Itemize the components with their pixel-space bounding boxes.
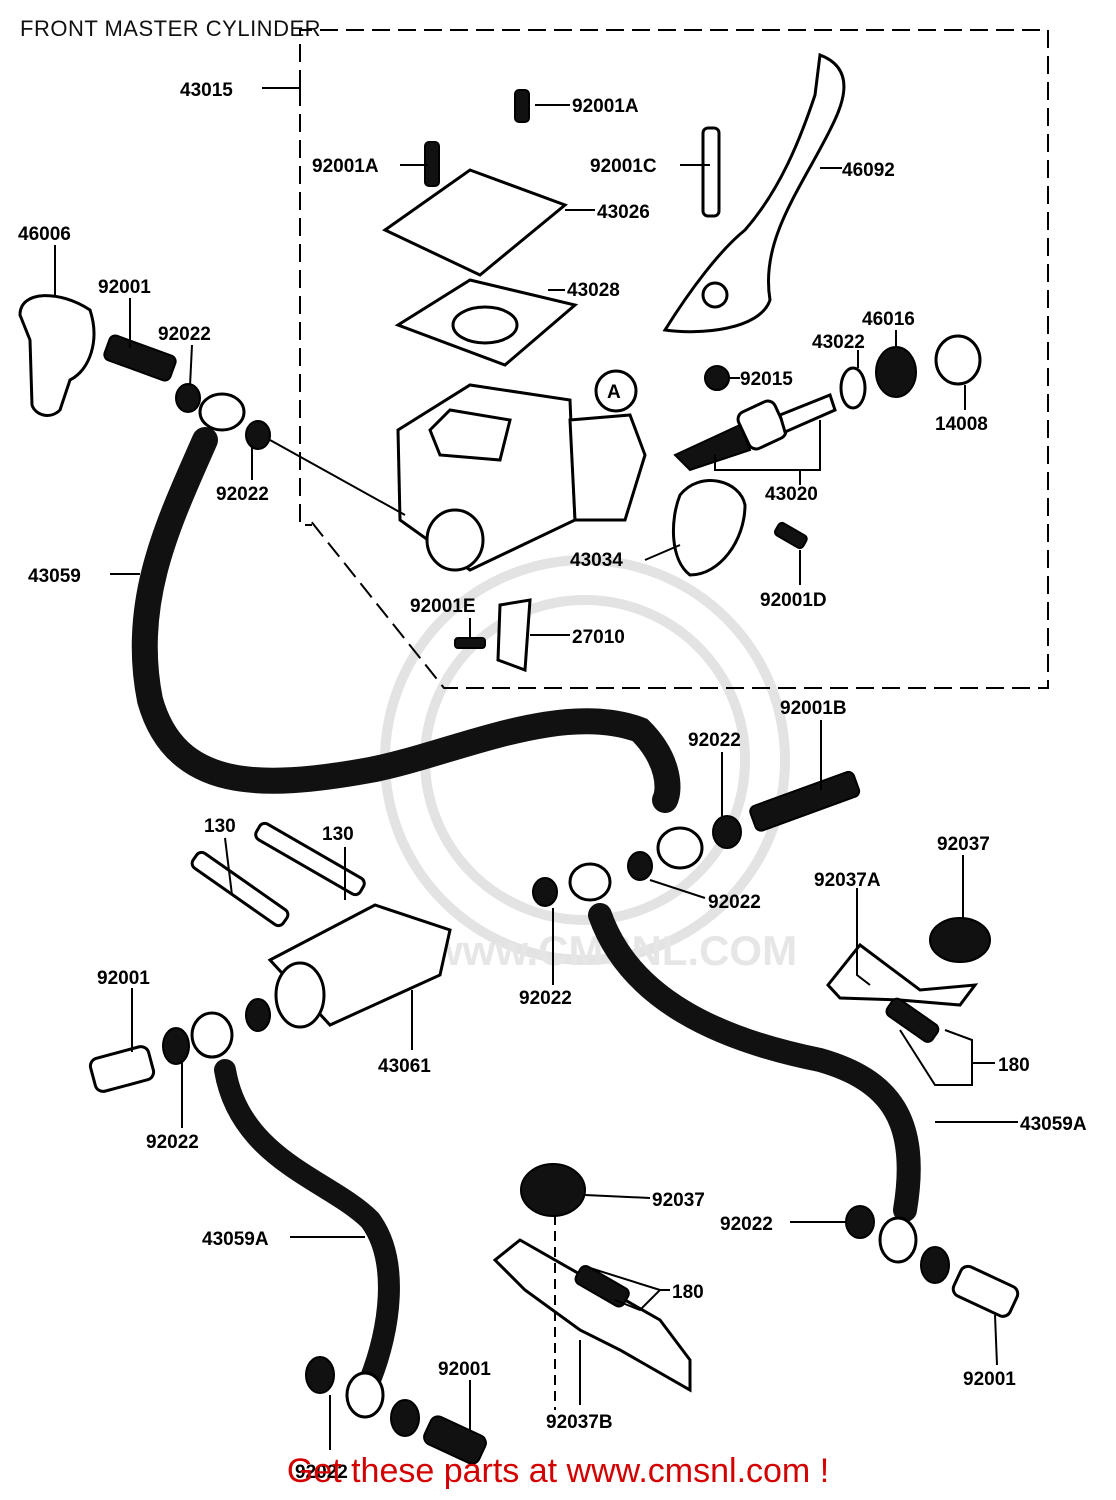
bolt-180-b: [574, 1265, 630, 1308]
label-43059: 43059: [28, 566, 81, 587]
grommet-92037-b: [520, 1163, 586, 1217]
bolt-130-b: [254, 821, 366, 897]
nut-92015: [704, 365, 730, 391]
clamp-92037B: [492, 1238, 692, 1393]
bolt-130-a: [190, 850, 290, 928]
bolt-92001-left: [88, 1045, 156, 1093]
label-92001-d: 92001: [963, 1369, 1016, 1390]
boot-46016: [875, 346, 917, 398]
switch-27010: [496, 598, 532, 673]
label-43026: 43026: [597, 202, 650, 223]
washer-43022: [839, 366, 867, 410]
grommet-92037: [929, 917, 991, 963]
label-43022: 43022: [812, 332, 865, 353]
label-92015: 92015: [740, 369, 793, 390]
bolt-92001-bottom: [423, 1415, 487, 1465]
clamp-92037A: [826, 942, 979, 1007]
page-title: FRONT MASTER CYLINDER: [20, 16, 322, 41]
label-92022-g: 92022: [720, 1214, 773, 1235]
label-43028: 43028: [567, 280, 620, 301]
label-92022-h: 92022: [295, 1462, 348, 1483]
hose-43059: [131, 427, 681, 813]
reservoir-cap: [382, 168, 568, 277]
label-92037-b: 92037: [652, 1190, 705, 1211]
leader-lines: [54, 87, 1018, 1450]
piston-43020: [673, 423, 752, 472]
label-43059A-left: 43059A: [202, 1229, 269, 1250]
washer-92022-left: [162, 1027, 190, 1065]
label-A: A: [607, 382, 621, 403]
bolt-92001C: [701, 126, 721, 218]
label-92001A-top: 92001A: [572, 96, 639, 117]
label-130-b: 130: [322, 824, 354, 845]
label-92037: 92037: [937, 834, 990, 855]
label-92001C: 92001C: [590, 156, 657, 177]
bolt-92001-right: [951, 1264, 1020, 1318]
screw-92001E: [454, 637, 486, 649]
label-180-a: 180: [998, 1055, 1030, 1076]
label-43015: 43015: [180, 80, 233, 101]
washer-92022-e: [532, 877, 558, 907]
label-92037A: 92037A: [814, 870, 881, 891]
label-92001-a: 92001: [98, 277, 151, 298]
label-130-a: 130: [204, 816, 236, 837]
banjo-top: [198, 392, 246, 432]
bolt-180-a: [885, 997, 940, 1043]
assembly-box: [299, 29, 1049, 689]
label-92001-b: 92001: [97, 968, 150, 989]
label-43061: 43061: [378, 1056, 431, 1077]
label-92022-f: 92022: [146, 1132, 199, 1153]
grip-46006: [18, 294, 96, 417]
washer-92022-a: [175, 383, 201, 413]
label-92022-c: 92022: [688, 730, 741, 751]
label-92001D: 92001D: [760, 590, 827, 611]
label-92001A-left: 92001A: [312, 156, 379, 177]
brake-lever: [662, 52, 846, 334]
label-27010: 27010: [572, 627, 625, 648]
hose-43059A-left: [214, 1059, 400, 1391]
label-92022-e: 92022: [519, 988, 572, 1009]
hose-43059A-right: [588, 903, 921, 1222]
clamp-43034: [671, 479, 747, 577]
label-43059A-right: 43059A: [1020, 1114, 1087, 1135]
washer-92022-d: [627, 851, 653, 881]
washer-92022-c: [712, 815, 742, 849]
label-46016: 46016: [862, 309, 915, 330]
label-92001-c: 92001: [438, 1359, 491, 1380]
label-180-b: 180: [672, 1282, 704, 1303]
label-46006: 46006: [18, 224, 71, 245]
label-92001E: 92001E: [410, 596, 476, 617]
footer-link-text[interactable]: Get these parts at www.cmsnl.com !: [286, 1452, 830, 1490]
label-43034: 43034: [570, 550, 623, 571]
label-46092: 46092: [842, 160, 895, 181]
label-92022-d: 92022: [708, 892, 761, 913]
washer-92022-b: [245, 420, 271, 450]
label-92001B: 92001B: [780, 698, 847, 719]
label-92022-b: 92022: [216, 484, 269, 505]
label-43020: 43020: [765, 484, 818, 505]
label-92037B: 92037B: [546, 1412, 613, 1433]
callout-A: [594, 369, 638, 413]
master-cylinder: [396, 383, 647, 572]
part-labels: 43015 92001A 92001A 92001C 46092 43026 4…: [18, 80, 1087, 1483]
bolt-92001B: [749, 770, 861, 832]
bolt-92001D: [773, 521, 808, 550]
part-14008: [934, 334, 982, 386]
label-14008: 14008: [935, 414, 988, 435]
bolt-92001A-top: [514, 89, 530, 123]
bolt-92001-top: [103, 334, 177, 382]
label-92022-a: 92022: [158, 324, 211, 345]
